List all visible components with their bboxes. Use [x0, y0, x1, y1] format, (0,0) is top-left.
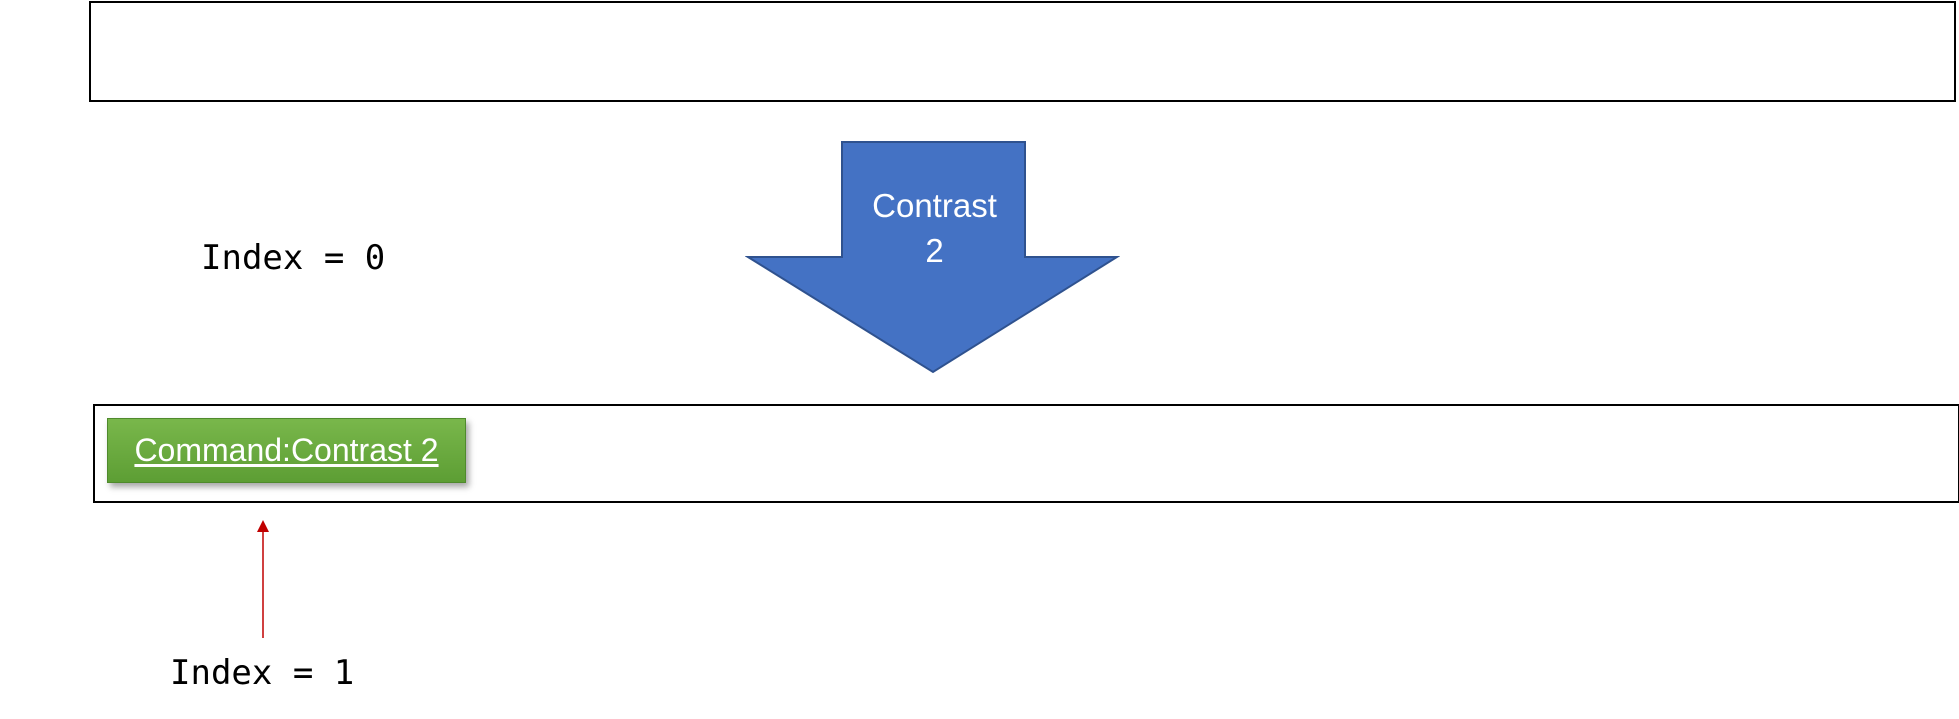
index-pointer-arrow-icon [257, 520, 269, 638]
index-label-bottom: Index = 1 [170, 653, 355, 693]
arrow-label-line-2: 2 [925, 232, 944, 269]
command-block[interactable]: Command:Contrast 2 [107, 418, 466, 483]
down-arrow-icon [745, 141, 1120, 374]
index-label-top: Index = 0 [201, 238, 386, 278]
command-block-label: Command:Contrast 2 [134, 432, 439, 468]
down-arrow-shape [745, 141, 1120, 374]
arrow-label: Contrast 2 [842, 183, 1027, 273]
arrow-label-line-1: Contrast [872, 187, 997, 224]
top-command-history-box [89, 1, 1956, 102]
